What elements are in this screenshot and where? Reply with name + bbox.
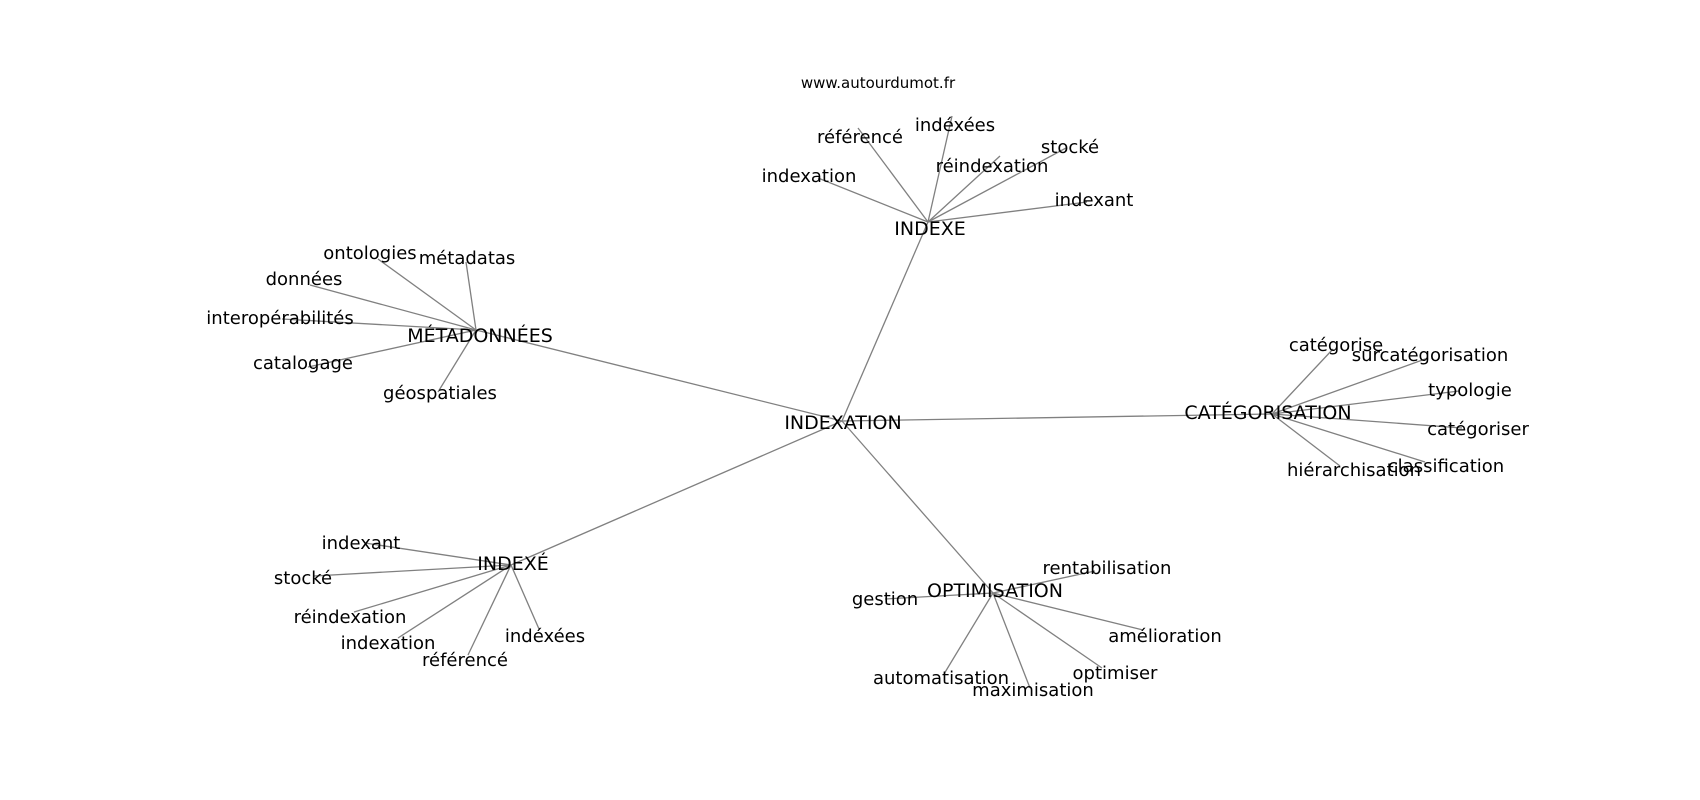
node-label-indexe-top-leaf-4: indexation <box>762 166 857 187</box>
node-label-indexe-top-leaf-0: référencé <box>817 127 903 148</box>
node-label-center: INDEXATION <box>784 412 901 434</box>
graph-labels: INDEXATIONINDEXEréférencéindéxéesstockér… <box>206 115 1529 701</box>
node-label-hub-optimisation: OPTIMISATION <box>927 580 1063 602</box>
node-label-metadonnees-leaf-4: catalogage <box>253 353 353 374</box>
edge-categorisation-leaf-1 <box>1271 357 1429 415</box>
edge-center-indexe-top <box>841 221 929 422</box>
node-label-optimisation-leaf-4: automatisation <box>873 668 1009 689</box>
node-label-categorisation-leaf-2: typologie <box>1428 380 1512 401</box>
edge-indexe-bottom-leaf-2 <box>353 564 512 613</box>
edge-indexe-top-leaf-2 <box>927 147 1067 223</box>
graph-edges <box>281 115 1463 689</box>
edge-center-optimisation <box>841 420 994 594</box>
node-label-metadonnees-leaf-1: métadatas <box>419 248 516 269</box>
edge-categorisation-leaf-2 <box>1271 390 1460 415</box>
watermark-text: www.autourdumot.fr <box>801 74 956 92</box>
edge-metadonnees-leaf-4 <box>307 329 477 368</box>
node-label-hub-indexe-bottom: INDEXÉ <box>477 552 548 575</box>
node-label-indexe-top-leaf-3: réindexation <box>936 156 1049 177</box>
edge-metadonnees-leaf-2 <box>309 284 477 331</box>
edge-metadonnees-leaf-0 <box>377 258 477 331</box>
node-label-indexe-bottom-leaf-2: réindexation <box>294 607 407 628</box>
edge-center-indexe-bottom <box>510 420 843 566</box>
edge-indexe-bottom-leaf-0 <box>364 542 512 566</box>
edge-indexe-bottom-leaf-3 <box>397 564 512 639</box>
edge-indexe-top-leaf-4 <box>817 177 929 223</box>
edge-indexe-bottom-leaf-5 <box>510 564 540 630</box>
edge-categorisation-leaf-0 <box>1271 348 1334 415</box>
edge-metadonnees-leaf-5 <box>437 329 477 393</box>
node-label-indexe-bottom-leaf-1: stocké <box>274 568 332 589</box>
node-label-hub-metadonnees: MÉTADONNÉES <box>407 324 553 347</box>
edge-optimisation-leaf-0 <box>992 570 1096 594</box>
node-label-categorisation-leaf-3: catégoriser <box>1427 419 1529 440</box>
edge-categorisation-leaf-5 <box>1271 413 1341 467</box>
edge-center-metadonnees <box>475 329 843 422</box>
edge-categorisation-leaf-4 <box>1271 413 1426 463</box>
edge-indexe-top-leaf-0 <box>857 127 929 223</box>
node-label-optimisation-leaf-3: optimiser <box>1073 663 1158 684</box>
node-label-indexe-top-leaf-2: stocké <box>1041 137 1099 158</box>
edge-indexe-top-leaf-1 <box>927 115 953 223</box>
edge-optimisation-leaf-3 <box>992 592 1103 669</box>
node-label-categorisation-leaf-5: hiérarchisation <box>1287 460 1421 481</box>
node-label-indexe-top-leaf-5: indexant <box>1055 190 1134 211</box>
node-label-indexe-bottom-leaf-4: référencé <box>422 650 508 671</box>
node-label-metadonnees-leaf-3: interopérabilités <box>206 308 353 329</box>
edge-optimisation-leaf-1 <box>884 592 994 600</box>
edge-optimisation-leaf-5 <box>992 592 1031 689</box>
node-label-hub-categorisation: CATÉGORISATION <box>1184 401 1351 424</box>
edge-center-categorisation <box>841 413 1273 422</box>
node-label-categorisation-leaf-0: catégorise <box>1289 335 1383 356</box>
node-label-indexe-bottom-leaf-0: indexant <box>322 533 401 554</box>
edge-indexe-top-leaf-5 <box>927 201 1088 223</box>
edge-indexe-top-leaf-3 <box>927 155 1001 223</box>
node-label-optimisation-leaf-0: rentabilisation <box>1043 558 1172 579</box>
edge-metadonnees-leaf-1 <box>465 261 477 331</box>
node-label-indexe-bottom-leaf-5: indéxées <box>505 626 585 647</box>
edge-optimisation-leaf-2 <box>992 592 1144 631</box>
edge-categorisation-leaf-3 <box>1271 413 1463 429</box>
node-label-indexe-bottom-leaf-3: indexation <box>341 633 436 654</box>
edge-optimisation-leaf-4 <box>943 592 994 675</box>
node-label-optimisation-leaf-2: amélioration <box>1108 626 1222 647</box>
node-label-metadonnees-leaf-2: données <box>266 269 343 290</box>
node-label-metadonnees-leaf-5: géospatiales <box>383 383 497 404</box>
edge-metadonnees-leaf-3 <box>281 318 477 331</box>
node-label-categorisation-leaf-1: surcatégorisation <box>1352 345 1509 366</box>
node-label-hub-indexe-top: INDEXE <box>894 218 965 240</box>
node-label-optimisation-leaf-1: gestion <box>852 589 918 610</box>
node-label-indexe-top-leaf-1: indéxées <box>915 115 995 136</box>
node-label-metadonnees-leaf-0: ontologies <box>323 243 416 264</box>
node-label-optimisation-leaf-5: maximisation <box>972 680 1094 701</box>
node-label-categorisation-leaf-4: classification <box>1388 456 1504 477</box>
edge-indexe-bottom-leaf-4 <box>467 564 512 656</box>
edge-indexe-bottom-leaf-1 <box>313 564 512 577</box>
